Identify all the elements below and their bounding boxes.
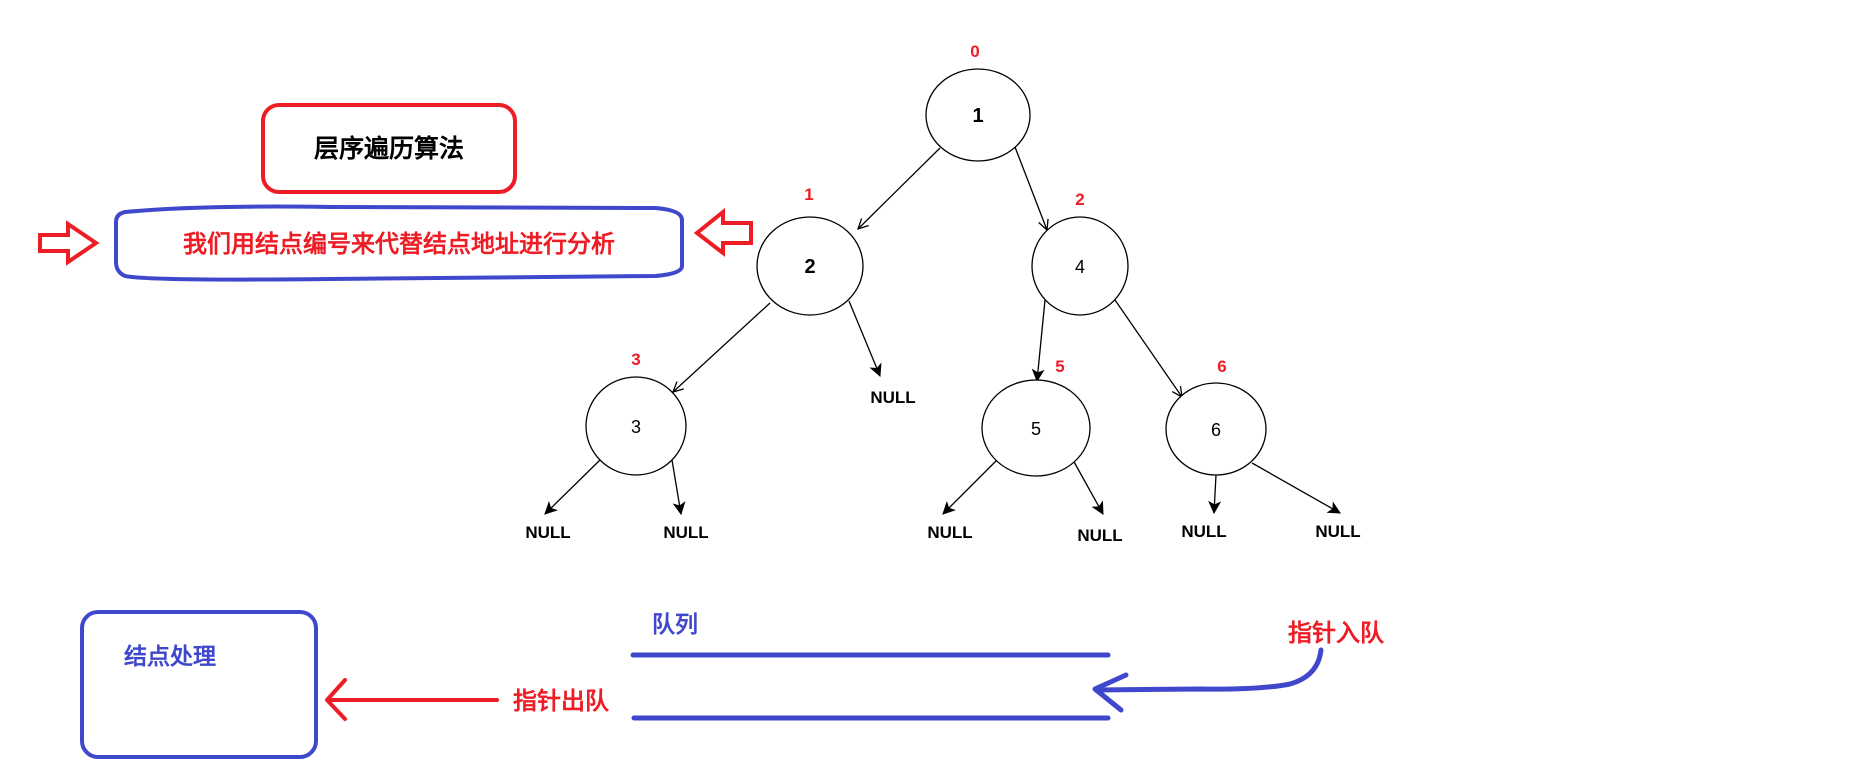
null-label: NULL [663, 523, 708, 542]
tree-node: 3 3 [585, 350, 687, 476]
node-circle [756, 216, 864, 316]
tree-node: 1 0 [925, 42, 1031, 162]
process-box-border [80, 610, 318, 759]
enqueue-arrow: 指针入队 [1092, 619, 1385, 713]
edge-n1-n4 [1014, 146, 1047, 230]
node-index: 6 [1217, 357, 1226, 376]
node-circle [925, 68, 1031, 162]
node-index: 3 [631, 350, 640, 369]
right-arrow-icon [38, 220, 100, 266]
process-label: 结点处理 [124, 644, 216, 670]
note-text: 我们用结点编号来代替结点地址进行分析 [183, 230, 615, 258]
node-index: 1 [804, 185, 813, 204]
null-label: NULL [525, 523, 570, 542]
process-box: 结点处理 [80, 610, 318, 759]
enqueue-arrow-head-icon [1092, 672, 1129, 713]
null-label: NULL [1181, 522, 1226, 541]
tree-edges [544, 146, 1341, 516]
enqueue-arrow-curve [1093, 647, 1324, 693]
queue: 队列 [630, 612, 1111, 721]
node-index: 5 [1055, 357, 1064, 376]
edge-n6-null-right [1251, 462, 1341, 514]
tree-node: 6 6 [1165, 357, 1267, 476]
tree-node: 4 2 [1031, 190, 1129, 316]
edge-n1-n2 [858, 147, 941, 229]
null-label: NULL [1077, 526, 1122, 545]
edge-n2-null [848, 300, 882, 378]
dequeue-arrow: 指针出队 [325, 678, 610, 721]
null-label: NULL [927, 523, 972, 542]
dequeue-label: 指针出队 [513, 687, 610, 715]
left-arrow-icon [693, 207, 753, 258]
node-value: 6 [1211, 420, 1221, 440]
edge-n3-null-right [671, 459, 686, 516]
edge-n6-null-left [1208, 474, 1222, 515]
node-value: 5 [1031, 419, 1041, 439]
node-value: 4 [1075, 257, 1085, 277]
node-circle [585, 376, 687, 476]
node-circle [981, 379, 1091, 477]
edge-n5-null-right [1072, 459, 1104, 515]
edge-n3-null-left [544, 459, 601, 515]
enqueue-label: 指针入队 [1288, 619, 1385, 647]
title-box-border [261, 103, 517, 194]
note-box-border [114, 204, 684, 282]
null-labels: NULL NULL NULL NULL NULL NULL NULL [525, 388, 1360, 545]
node-value: 3 [631, 417, 641, 437]
node-circle [1031, 216, 1129, 316]
node-value: 1 [972, 105, 983, 127]
edge-n2-n3 [673, 302, 771, 392]
node-index: 0 [970, 42, 979, 61]
edge-n5-null-left [942, 459, 998, 515]
tree-node: 2 1 [756, 185, 864, 316]
node-value: 2 [804, 256, 815, 278]
queue-label: 队列 [652, 612, 698, 638]
title-text: 层序遍历算法 [314, 134, 464, 163]
tree-node: 5 5 [981, 357, 1091, 477]
dequeue-arrow-head-icon [325, 678, 347, 721]
null-label: NULL [870, 388, 915, 407]
node-index: 2 [1075, 190, 1084, 209]
edge-n4-n5 [1031, 299, 1046, 383]
node-circle [1165, 382, 1267, 476]
title-box: 层序遍历算法 [261, 103, 517, 194]
note-box: 我们用结点编号来代替结点地址进行分析 [114, 204, 684, 282]
null-label: NULL [1315, 522, 1360, 541]
edge-n4-n6 [1114, 299, 1182, 397]
